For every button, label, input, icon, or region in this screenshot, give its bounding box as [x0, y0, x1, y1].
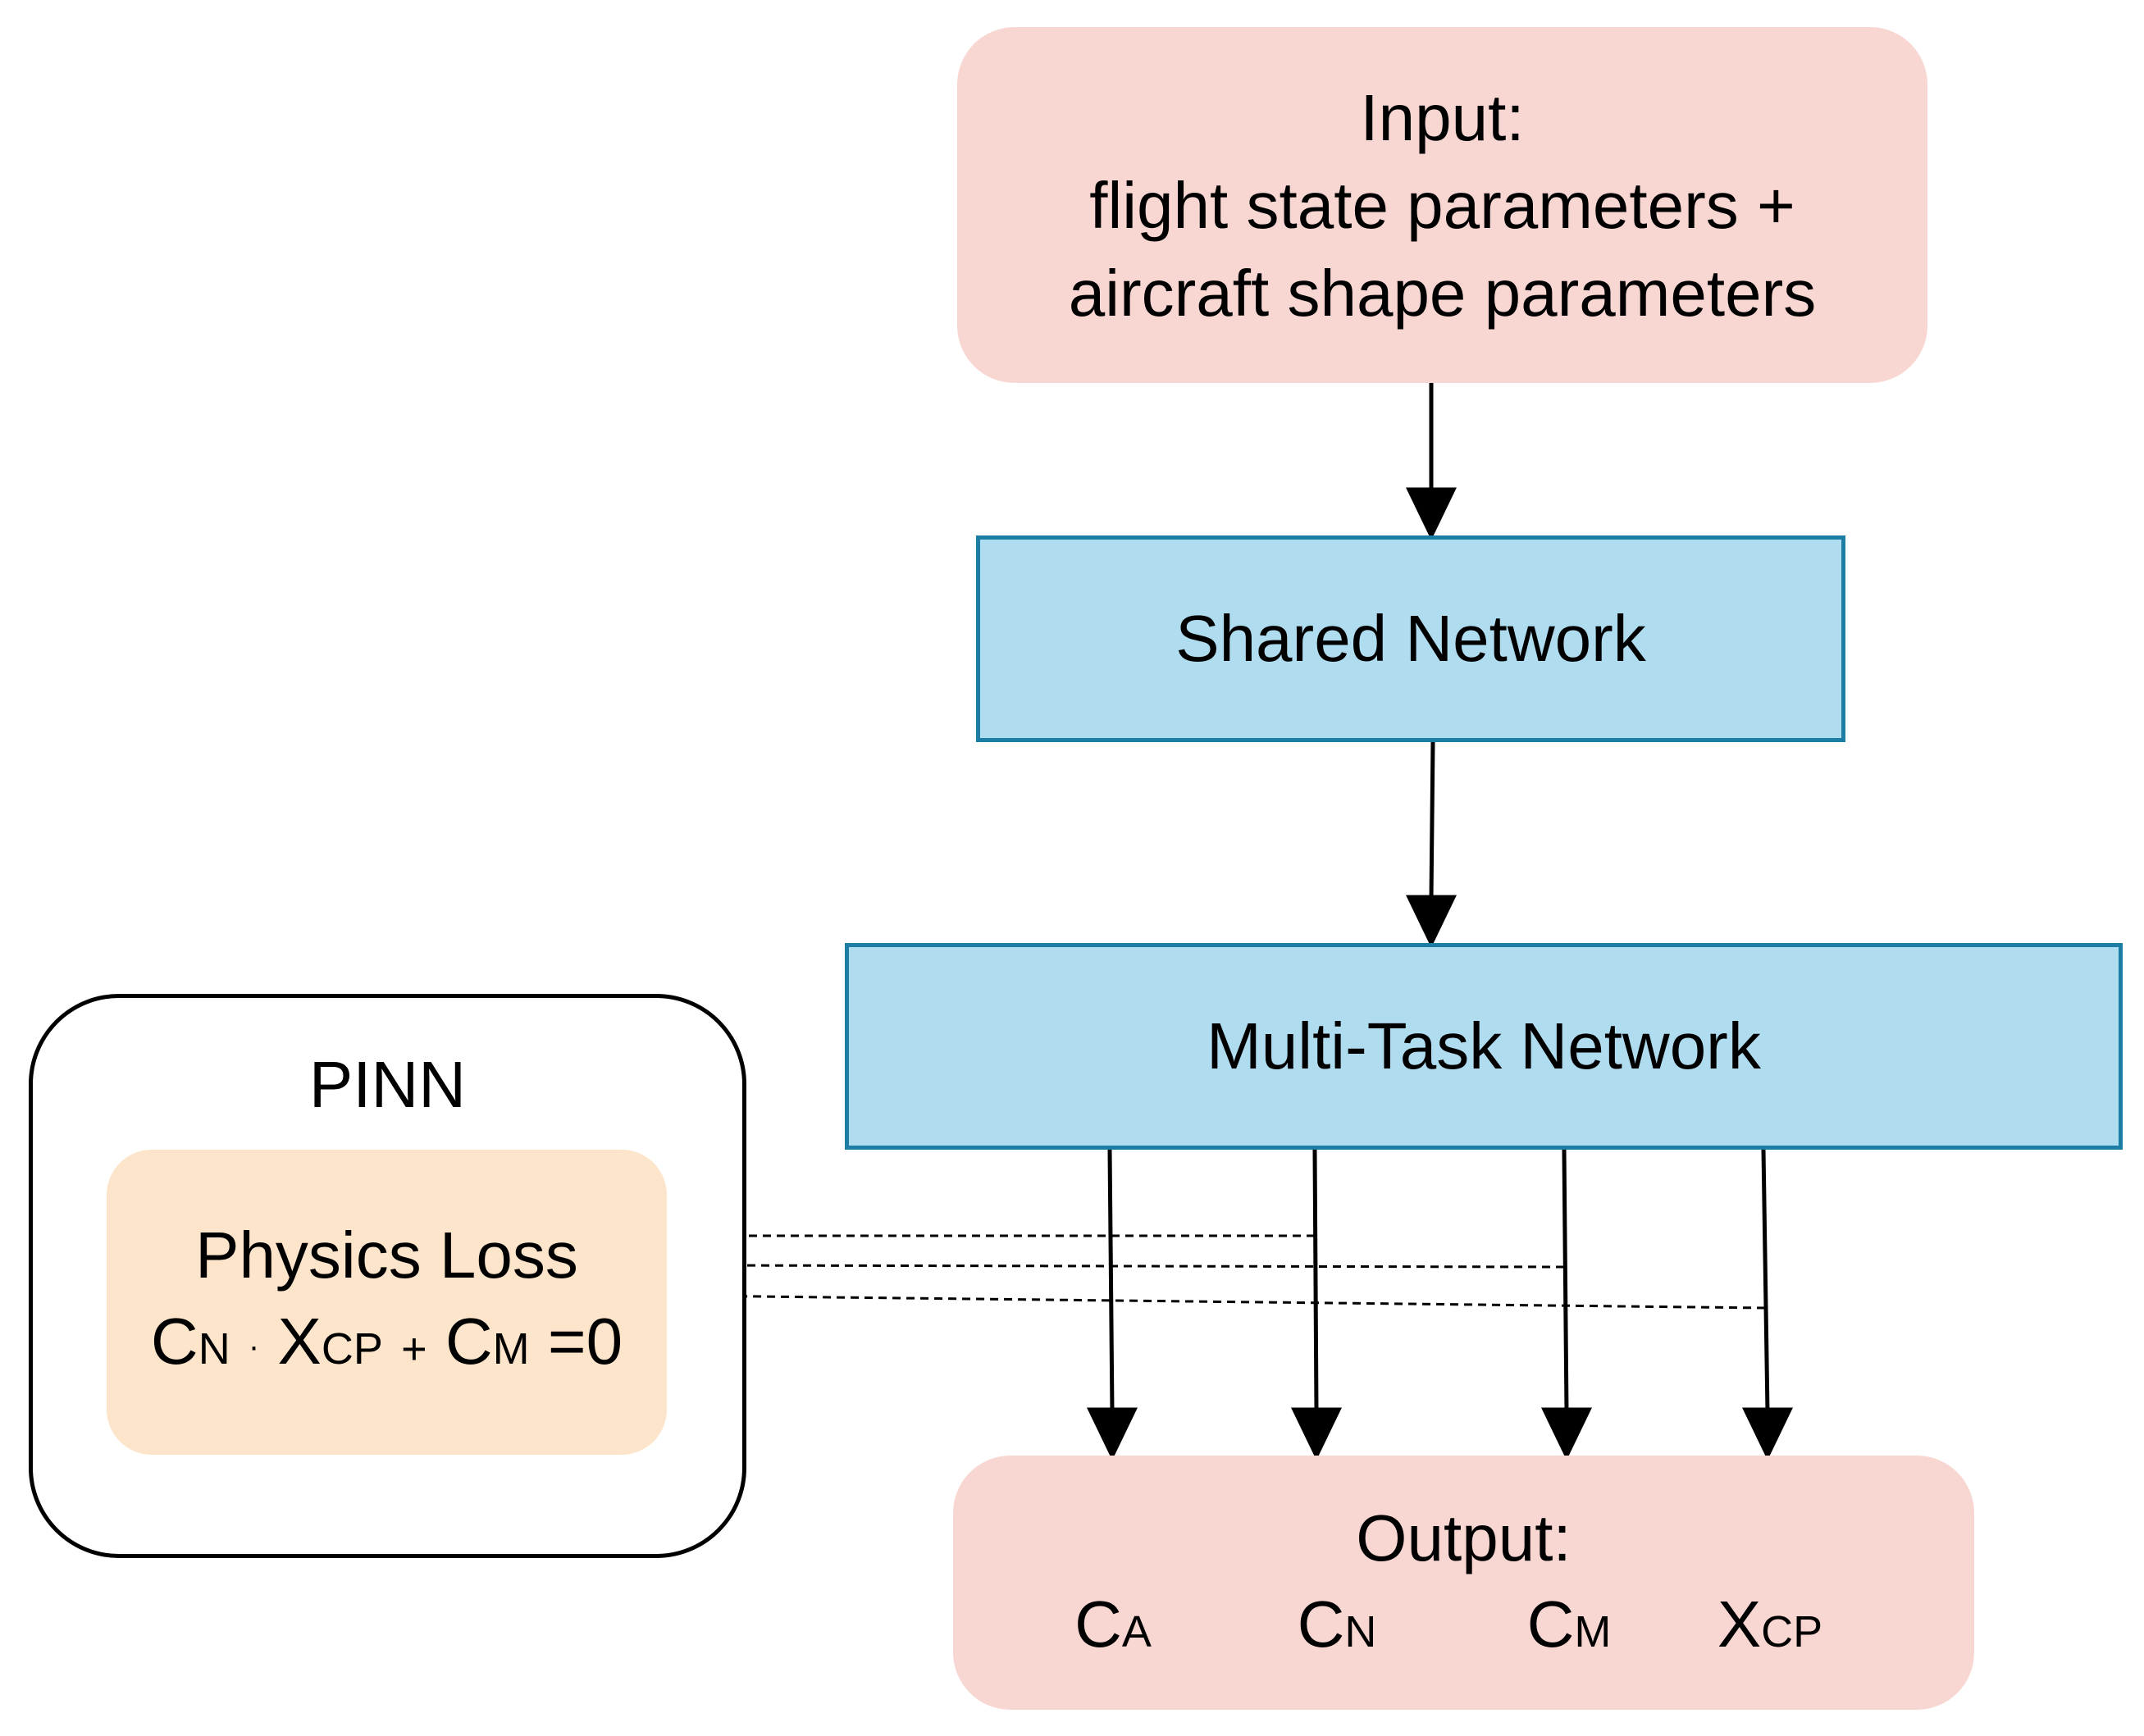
output-cn-sub: N [1344, 1607, 1377, 1656]
physics-loss-node: Physics Loss CN · XCP + CM =0 [107, 1150, 667, 1455]
physics-loss-title: Physics Loss [195, 1219, 578, 1292]
input-line-2: flight state parameters + [1089, 168, 1795, 242]
input-node: Input: flight state parameters + aircraf… [957, 27, 1927, 383]
arrowhead-to-xcp [1742, 1407, 1793, 1460]
eq-rhs: =0 [547, 1305, 623, 1378]
dashed-xcp-to-loss [685, 1294, 1766, 1310]
physics-loss-equation: CN · XCP + CM =0 [151, 1301, 623, 1390]
eq-plus: + [401, 1324, 427, 1374]
pinn-title: PINN [308, 1048, 467, 1121]
arrowhead-input-to-shared [1406, 487, 1457, 540]
output-xcp-main: X [1717, 1588, 1762, 1661]
output-title: Output: [1356, 1501, 1572, 1574]
input-line-3: aircraft shape parameters [1068, 256, 1817, 330]
arrow-multitask-to-cm [1562, 1149, 1569, 1413]
eq-xcp-main: X [277, 1305, 322, 1378]
output-ca-main: C [1074, 1588, 1122, 1661]
output-xcp-sub: CP [1761, 1607, 1823, 1656]
arrowhead-shared-to-multitask [1406, 895, 1457, 948]
output-ca-sub: A [1121, 1607, 1152, 1656]
eq-dot: · [248, 1328, 260, 1365]
arrowhead-to-cm [1541, 1407, 1592, 1460]
output-cm-sub: M [1574, 1607, 1612, 1656]
eq-cn-sub: N [198, 1324, 230, 1374]
shared-network-label: Shared Network [1175, 602, 1646, 675]
arrowhead-to-cn [1291, 1407, 1342, 1460]
output-cn: CN [1298, 1587, 1377, 1662]
output-cn-main: C [1297, 1588, 1345, 1661]
dashed-cm-to-loss [685, 1264, 1565, 1269]
eq-cm-main: C [445, 1305, 493, 1378]
multi-task-network-label: Multi-Task Network [1207, 1009, 1761, 1082]
shared-network-node: Shared Network [976, 535, 1845, 742]
solid-arrows [1087, 383, 1793, 1460]
dashed-arrows [685, 1234, 1766, 1310]
arrow-multitask-to-cn [1312, 1149, 1319, 1413]
eq-cm-sub: M [492, 1324, 530, 1374]
output-ca: CA [1074, 1587, 1152, 1662]
output-cm: CM [1527, 1587, 1612, 1662]
output-node: Output: [953, 1456, 1974, 1710]
eq-cn-main: C [150, 1305, 198, 1378]
input-line-1: Input: [1360, 80, 1525, 154]
output-xcp: XCP [1717, 1587, 1822, 1662]
arrowhead-to-ca [1087, 1407, 1138, 1460]
output-cm-main: C [1526, 1588, 1575, 1661]
arrow-shared-to-multitask [1429, 741, 1435, 900]
arrow-multitask-to-ca [1107, 1149, 1115, 1413]
eq-xcp-sub: CP [321, 1324, 383, 1374]
arrow-multitask-to-xcp [1761, 1149, 1770, 1413]
multi-task-network-node: Multi-Task Network [845, 943, 2123, 1150]
